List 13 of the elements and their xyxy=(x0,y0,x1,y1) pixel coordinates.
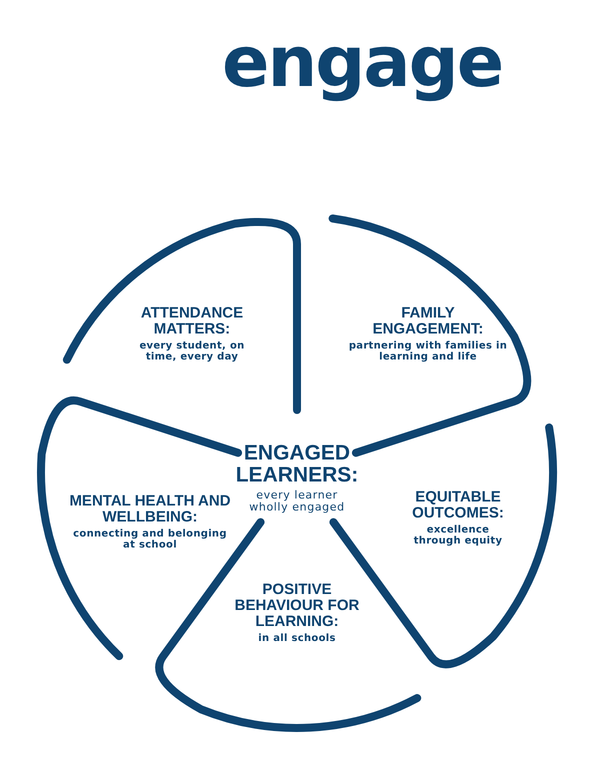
section-heading: FAMILY ENGAGEMENT: xyxy=(372,306,484,338)
section-heading: ATTENDANCE MATTERS: xyxy=(140,306,244,338)
section-subtitle: every student, on time, every day xyxy=(138,340,246,362)
title: engage xyxy=(222,20,502,104)
section-subtitle: excellence through equity xyxy=(412,524,504,546)
section-heading: POSITIVE BEHAVIOUR FOR LEARNING: xyxy=(234,582,360,630)
section-heading: MENTAL HEALTH AND WELLBEING: xyxy=(68,494,232,526)
section-heading: ENGAGED LEARNERS: xyxy=(234,442,360,486)
section-subtitle: every learner wholly engaged xyxy=(248,490,346,514)
section-heading: EQUITABLE OUTCOMES: xyxy=(411,490,505,522)
section-subtitle: in all schools xyxy=(257,633,337,644)
section-subtitle: connecting and belonging at school xyxy=(72,528,228,550)
section-subtitle: partnering with families in learning and life xyxy=(348,340,508,362)
